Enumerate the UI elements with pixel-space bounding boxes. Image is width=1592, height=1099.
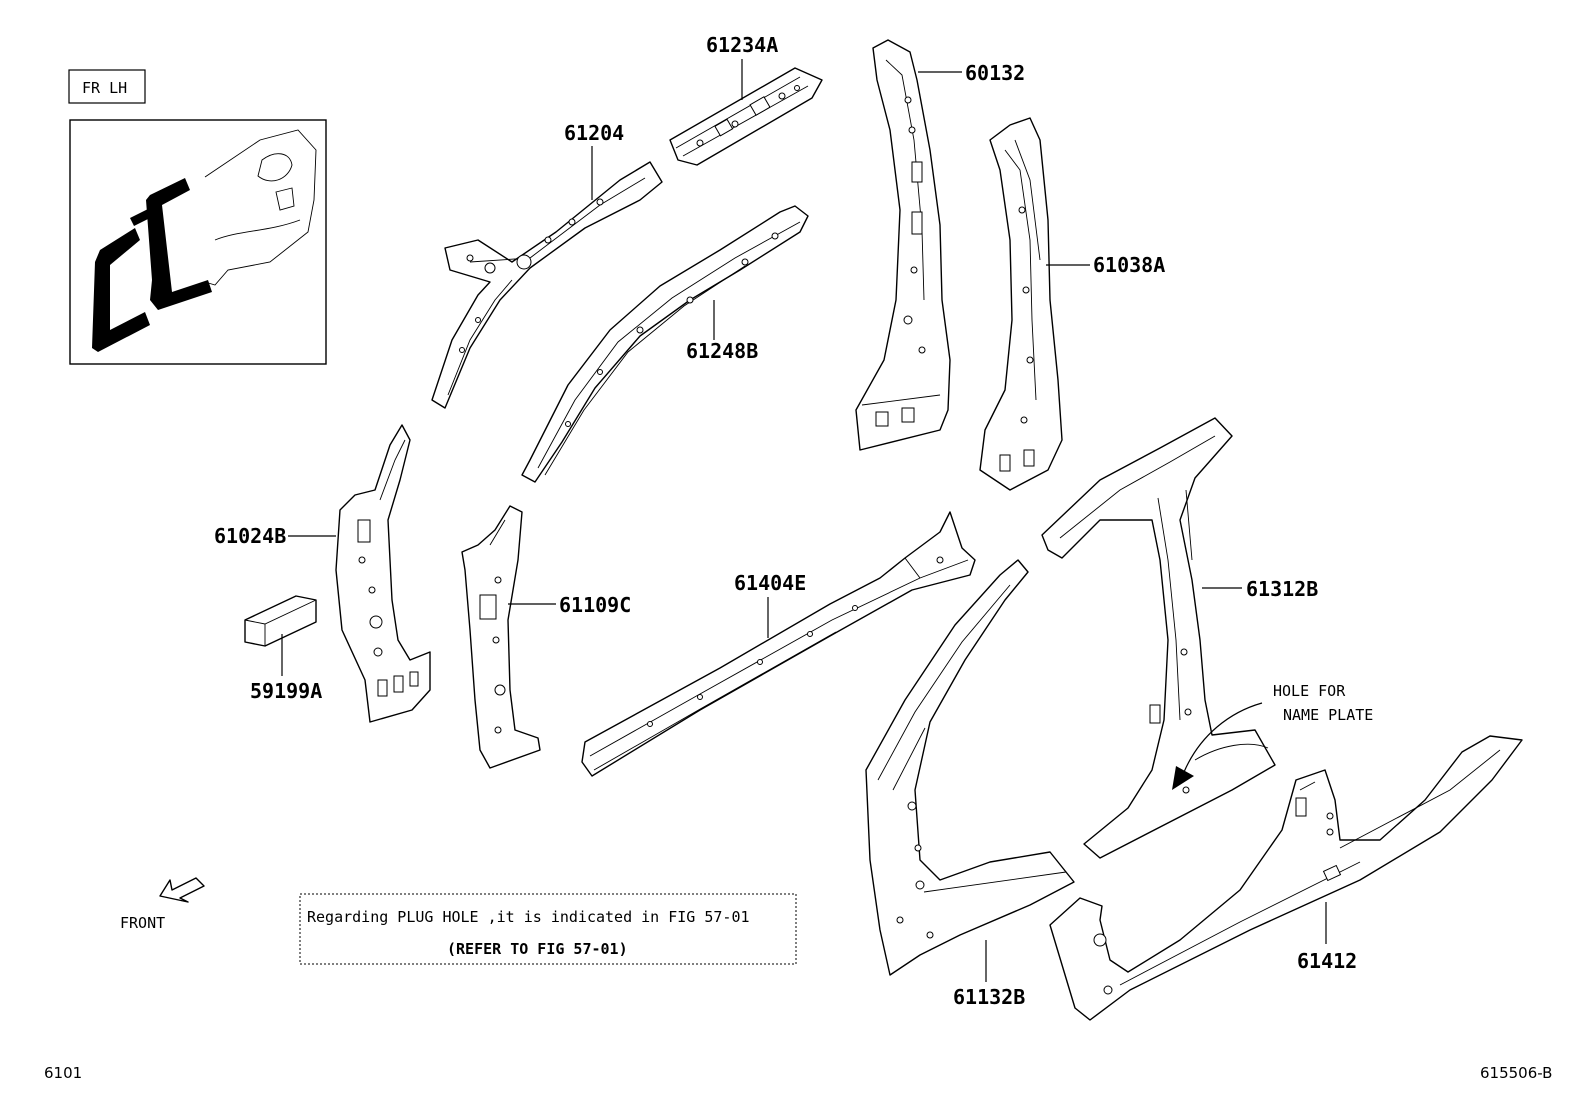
part-label-61412: 61412	[1297, 949, 1357, 973]
note-line-2: (REFER TO FIG 57-01)	[447, 940, 628, 958]
part-61248B: 61248B	[521, 205, 809, 483]
part-label-61024B: 61024B	[214, 524, 286, 548]
view-label-box: FR LH	[68, 69, 146, 104]
part-61024B: 61024B	[214, 424, 431, 723]
part-61132B: 61132B	[865, 559, 1075, 1009]
part-60132: 60132	[855, 39, 1025, 451]
part-59199A: 59199A	[244, 595, 322, 703]
part-61312B: 61312B	[1041, 417, 1318, 859]
part-label-61109C: 61109C	[559, 593, 631, 617]
front-arrow: FRONT	[120, 877, 205, 932]
callout-line-1: HOLE FOR	[1273, 682, 1346, 700]
part-61109C: 61109C	[461, 505, 631, 769]
footer-right-code: 615506-B	[1480, 1064, 1552, 1082]
part-61234A: 61234A	[669, 33, 823, 166]
part-label-61312B: 61312B	[1246, 577, 1318, 601]
part-label-61204: 61204	[564, 121, 624, 145]
locator-inset	[69, 119, 327, 365]
part-label-60132: 60132	[965, 61, 1025, 85]
part-label-61038A: 61038A	[1093, 253, 1165, 277]
part-61204: 61204	[431, 121, 663, 409]
part-61038A: 61038A	[979, 117, 1165, 491]
note-line-1: Regarding PLUG HOLE ,it is indicated in …	[307, 908, 750, 926]
view-label: FR LH	[82, 79, 127, 97]
name-plate-callout: HOLE FOR NAME PLATE	[1172, 682, 1373, 790]
part-61412: 61412	[1049, 735, 1523, 1021]
plug-hole-note: Regarding PLUG HOLE ,it is indicated in …	[299, 893, 797, 965]
part-label-59199A: 59199A	[250, 679, 322, 703]
part-label-61404E: 61404E	[734, 571, 806, 595]
footer-left-code: 6101	[44, 1064, 82, 1082]
front-label: FRONT	[120, 914, 165, 932]
part-61404E: 61404E	[581, 511, 976, 777]
callout-line-2: NAME PLATE	[1283, 706, 1373, 724]
part-label-61248B: 61248B	[686, 339, 758, 363]
part-label-61234A: 61234A	[706, 33, 778, 57]
part-label-61132B: 61132B	[953, 985, 1025, 1009]
